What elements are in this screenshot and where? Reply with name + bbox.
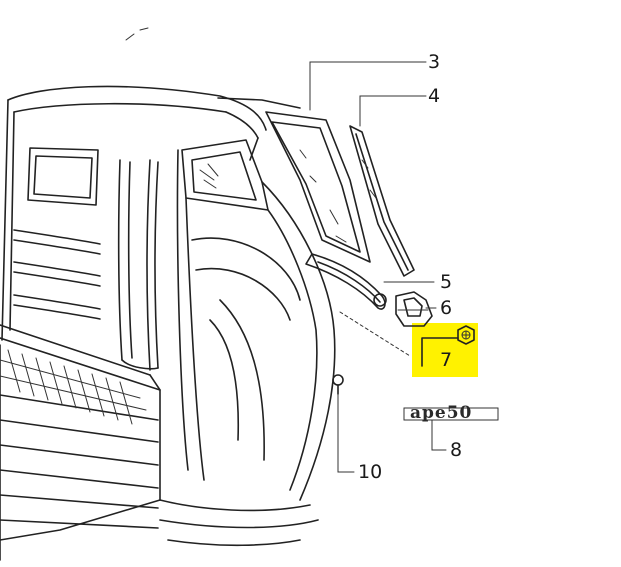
badge-text: ape50 xyxy=(410,403,472,423)
callout-6: 6 xyxy=(440,297,452,319)
callout-7: 7 xyxy=(440,349,452,371)
callout-5: 5 xyxy=(440,271,452,293)
callout-4: 4 xyxy=(428,85,440,107)
part-6-clip xyxy=(395,291,433,327)
part-10-screw-icon xyxy=(332,374,344,395)
scan-mark xyxy=(125,27,149,41)
leader-lines xyxy=(309,61,459,473)
cab-drawing xyxy=(1,85,336,547)
part-4-seal-strip xyxy=(349,125,415,277)
cargo-bed-drawing xyxy=(0,324,161,561)
part-3-glass-panel xyxy=(265,111,371,263)
callout-7-highlight xyxy=(412,323,478,377)
part-7-nut-icon xyxy=(457,325,475,345)
callout-10: 10 xyxy=(358,461,382,483)
part-8-badge: ape50 xyxy=(403,403,499,423)
part-5-rubber-channel xyxy=(305,253,387,310)
callout-8: 8 xyxy=(450,439,462,461)
callout-3: 3 xyxy=(428,51,440,73)
